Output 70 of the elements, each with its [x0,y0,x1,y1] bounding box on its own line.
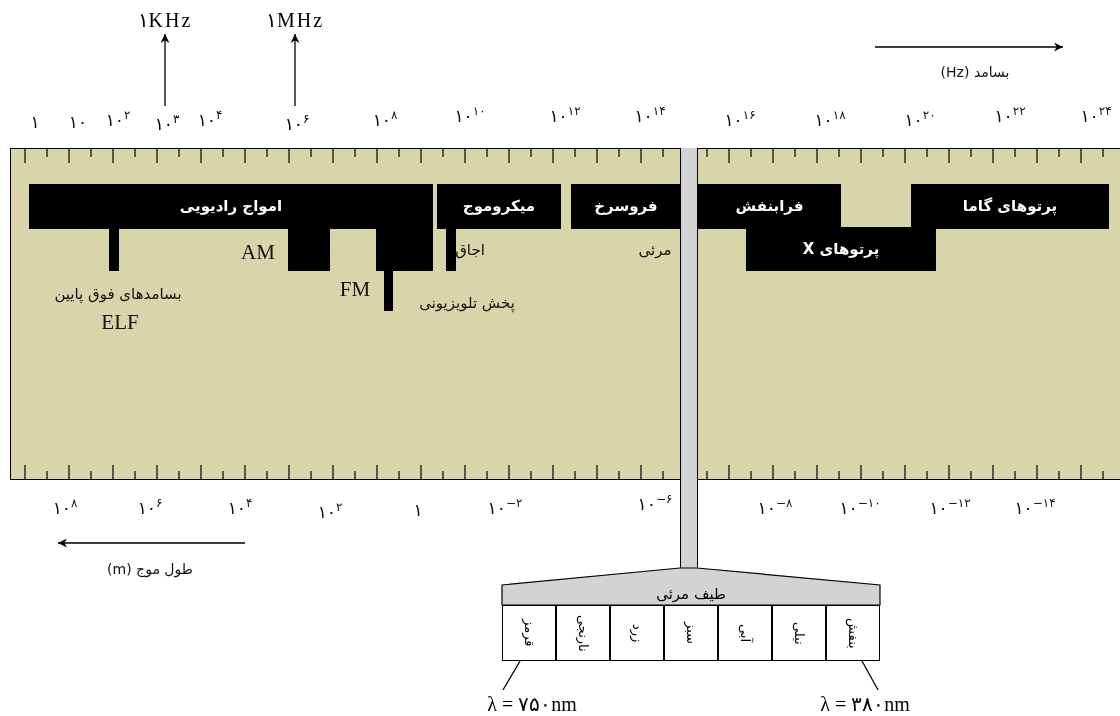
band-bar [571,184,681,229]
tick-label: ۱۰$^{−۲}$ [487,496,523,518]
color-cell [718,605,772,661]
leader-line [502,660,521,691]
leader-line [861,660,879,691]
tick-label: ۱ [413,500,423,520]
axis-label: طول موج (m) [107,561,193,577]
band-bar [911,184,1109,229]
color-cell [826,605,880,661]
tick-label: ۱۰ [68,112,88,132]
tick-label: ۱۰$^{۴}$ [227,496,253,518]
band-note: اجاق [455,241,485,259]
arrow [290,33,300,107]
frequency-note: ۱KHz [136,8,194,33]
tick-label: ۱۰$^{۳}$ [153,111,181,136]
color-name: قرمز [521,619,537,647]
tick-label: ۱۰$^{−۸}$ [757,496,793,518]
tick-label: ۱۰$^{۱۴}$ [634,104,666,126]
band-name: امواج رادیویی [178,196,284,217]
band-name: فرابنفش [734,196,805,217]
tick-label: ۱۰$^{۴}$ [197,108,223,130]
color-name: نارنجی [575,614,591,652]
color-cell [502,605,556,661]
tick-label: ۱۰$^{۸}$ [372,108,398,130]
band-name: میکروموج [461,196,537,217]
band-name: طیف مرئی [655,584,727,604]
band-note: مرئی [638,241,672,259]
frequency-note: ۱MHz [264,8,326,33]
color-name: نیلی [791,621,807,645]
color-cell [556,605,610,661]
tick-label: ۱۰$^{۲۲}$ [994,104,1026,126]
band-name: پرتوهای X [801,239,881,261]
wavelength-note: λ = ۳۸۰nm [819,692,911,716]
tick-label: ۱۰$^{۸}$ [52,496,78,518]
tick-label: ۱۰$^{۶}$ [283,111,311,136]
color-name: زرد [629,623,645,643]
color-name: سبز [683,622,699,644]
tick-label: ۱۰$^{۱۶}$ [724,108,756,130]
band-note: ELF [101,310,139,335]
tick-label: ۱۰$^{۲۴}$ [1080,104,1112,126]
band-note: AM [241,240,275,265]
arrow [160,33,170,107]
band-note: بسامدهای فوق پایین [54,285,182,303]
wavelength-note: λ = ۷۵۰nm [486,692,578,716]
band-name: پرتوهای گاما [961,196,1059,218]
color-name: آبی [737,623,753,643]
tick-label: ۱ [30,112,40,132]
tick-label: ۱۰$^{−۶}$ [637,492,673,514]
tick-label: ۱۰$^{۱۰}$ [454,104,486,126]
band-note: پخش تلویزیونی [419,294,515,312]
color-cell [610,605,664,661]
tick-label: ۱۰$^{−۱۴}$ [1014,496,1056,518]
color-name: بنفش [845,617,861,649]
visible-spectrum-header [502,568,880,605]
color-cell [664,605,718,661]
band-name: فروسرخ [593,196,659,217]
band-bar [698,184,841,229]
tick-label: ۱۰$^{۲۰}$ [904,108,936,130]
color-cell [772,605,826,661]
tick-label: ۱۰$^{۱۸}$ [814,108,846,130]
band-bar [437,184,561,271]
band-note: FM [339,277,371,302]
tick-label: ۱۰$^{۲}$ [317,500,343,522]
tick-label: ۱۰$^{۶}$ [137,496,163,518]
tick-label: ۱۰$^{−۱۰}$ [839,496,881,518]
axis-label: بسامد (Hz) [940,64,1010,80]
tick-label: ۱۰$^{۱۲}$ [549,104,581,126]
tick-label: ۱۰$^{−۱۲}$ [929,496,971,518]
band-bar [746,227,936,271]
tick-label: ۱۰$^{۲}$ [105,108,131,130]
